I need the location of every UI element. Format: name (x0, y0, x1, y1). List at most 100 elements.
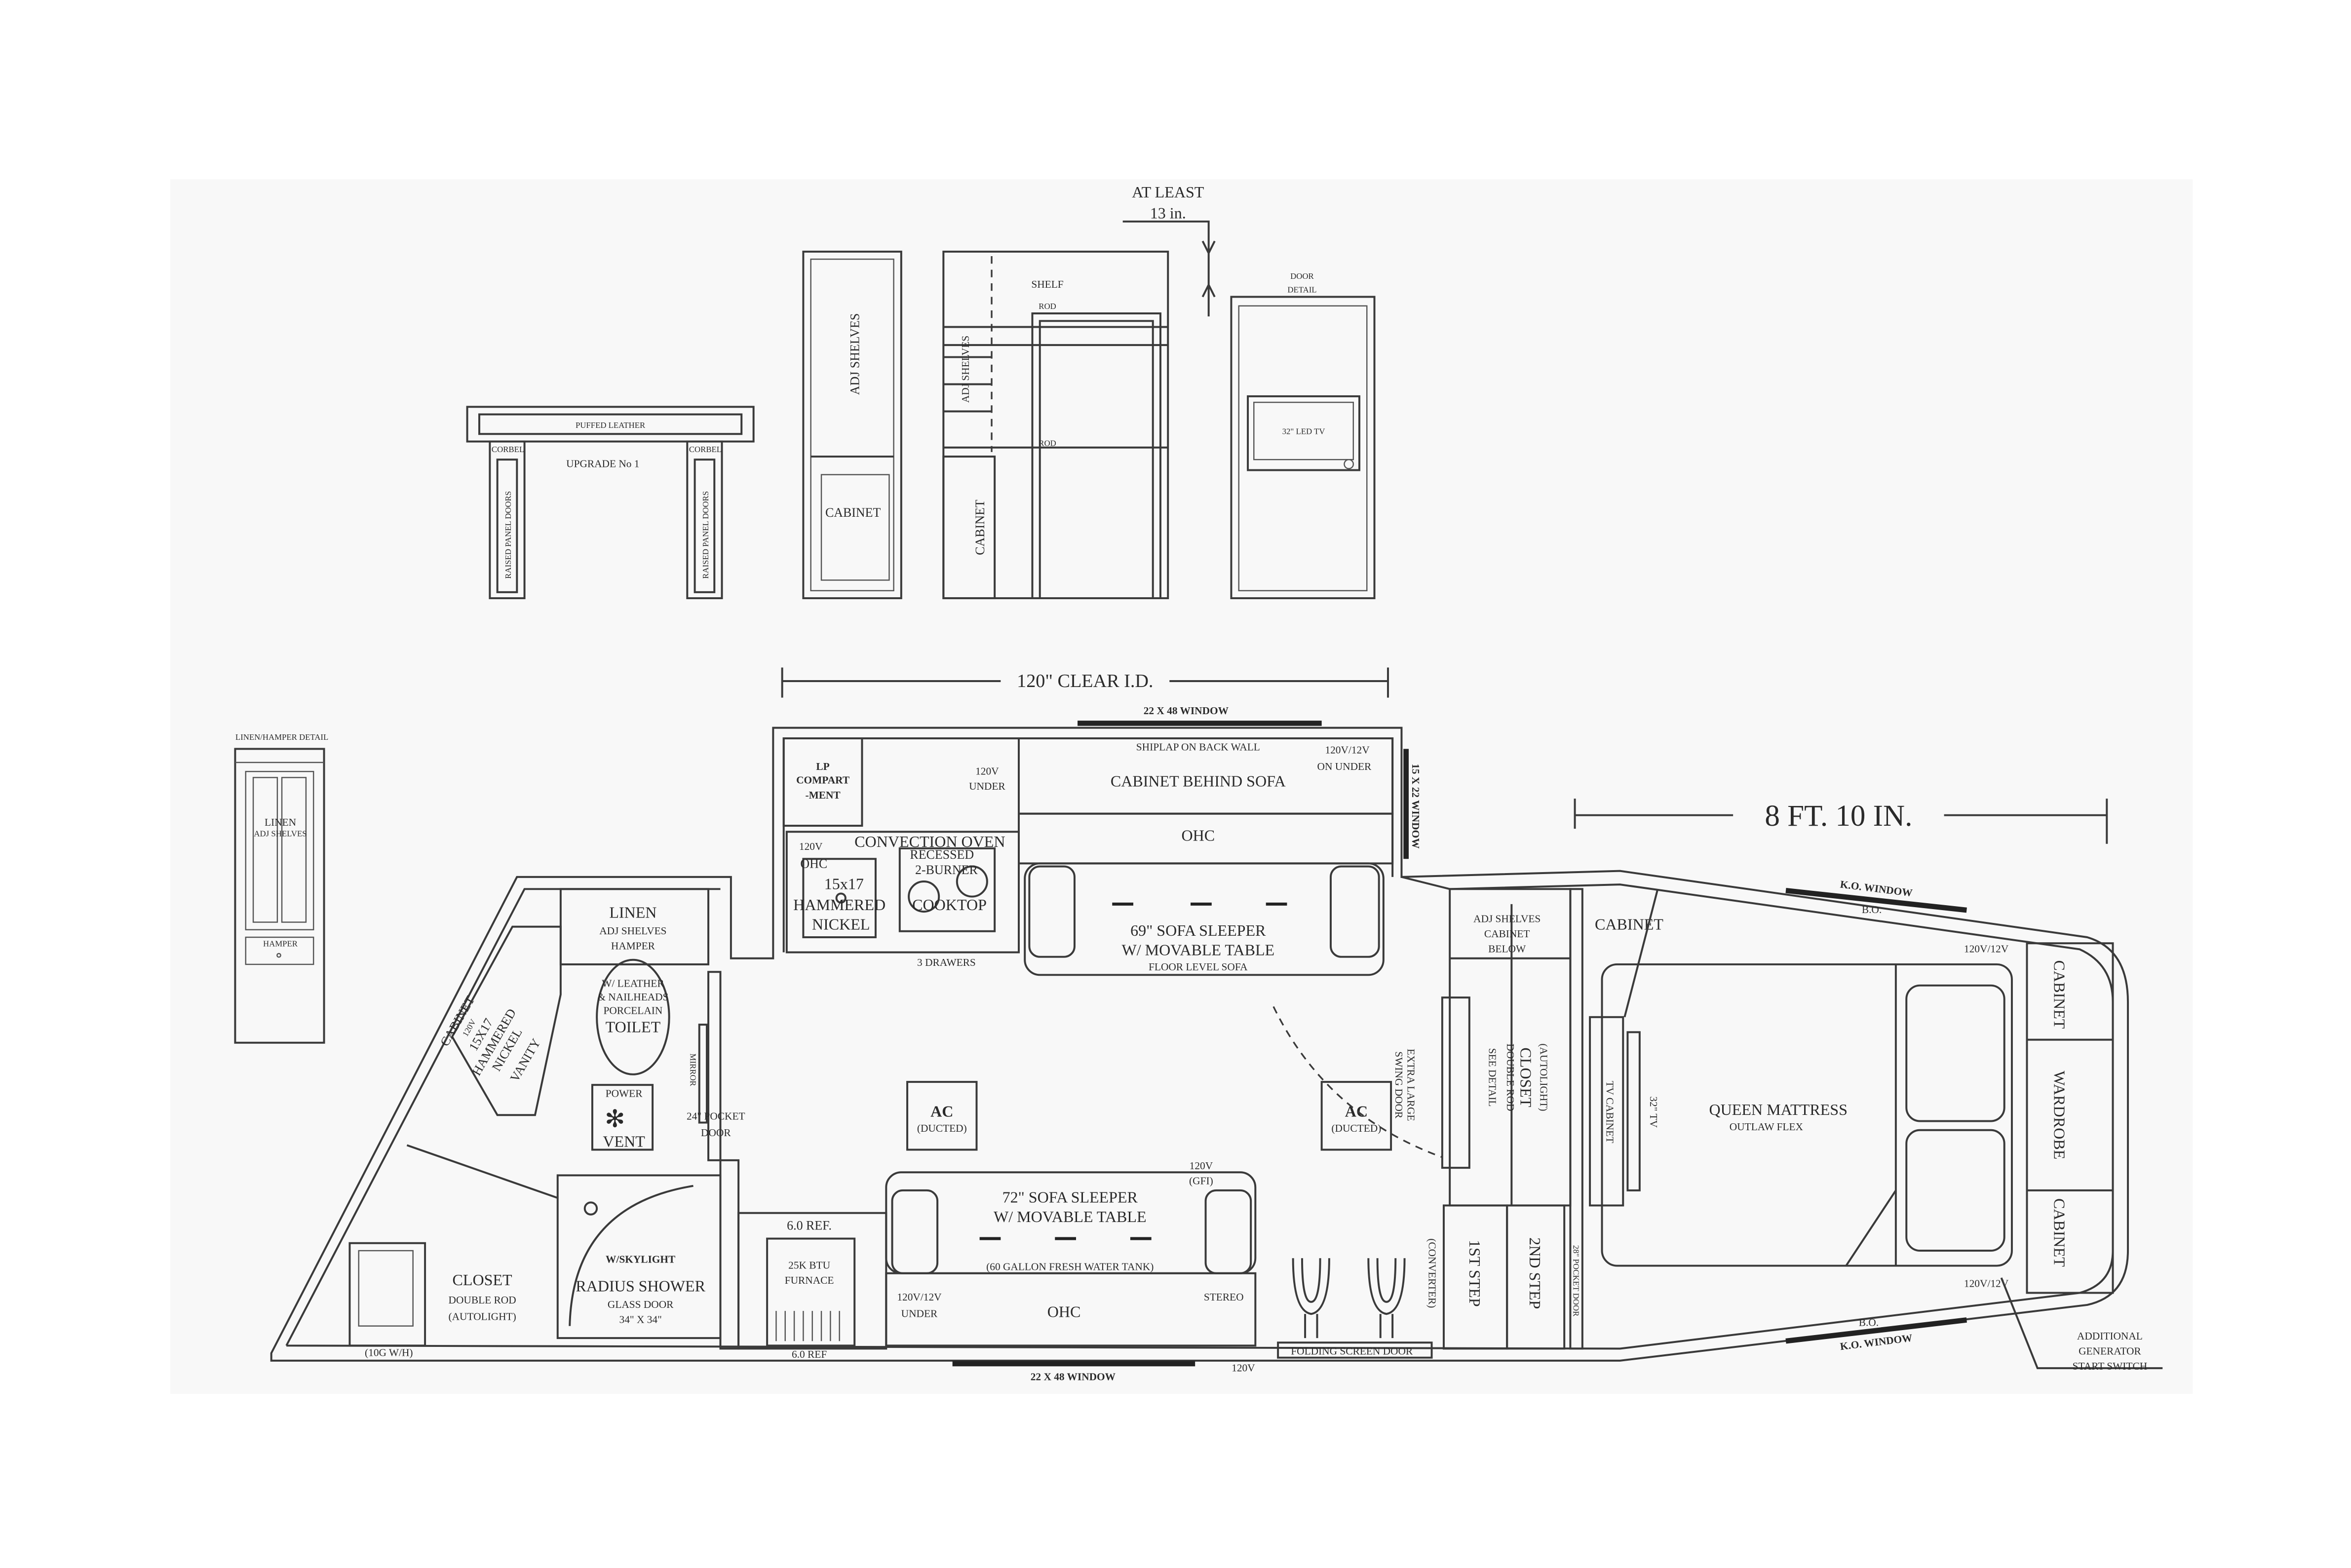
pocket-door-label-2: DOOR (701, 1127, 731, 1139)
ac-unit (1320, 1081, 1392, 1151)
pillow (1905, 1129, 2005, 1252)
door-detail-elevation: DOOR DETAIL 32" LED TV (1230, 271, 1376, 600)
lp-label-3: -MENT (805, 789, 840, 801)
raised-panel-right: RAISED PANEL DOORS (701, 491, 710, 579)
outlet-label: 120V (975, 765, 999, 777)
at-least-label: AT LEAST (1132, 183, 1204, 201)
shiplap-label: SHIPLAP ON BACK WALL (1136, 741, 1260, 753)
window-bar (1785, 1317, 1967, 1344)
linen-label: LINEN (609, 903, 656, 921)
linen-detail-title: LINEN/HAMPER DETAIL (235, 732, 328, 742)
glass-door-label: GLASS DOOR (608, 1299, 674, 1310)
bottom-window-label: 22 X 48 WINDOW (1031, 1371, 1116, 1383)
living-area: AC (DUCTED) AC (DUCTED) 6.0 REF. 25K BTU… (737, 996, 1566, 1383)
power-vent (591, 1084, 654, 1151)
cooktop (898, 847, 996, 932)
nose-length-label: 8 FT. 10 IN. (1765, 800, 1912, 833)
autolight-label: (AUTOLIGHT) (448, 1310, 516, 1322)
clearance-dimension (1122, 220, 1216, 317)
corbel-label-right: CORBEL (689, 445, 722, 454)
hammered-label: HAMMERED (793, 896, 886, 914)
right-cabinet-label: CABINET (2050, 960, 2068, 1029)
saddle-rack-icon (1367, 1258, 1406, 1339)
sink-ohc-label: OHC (800, 857, 827, 871)
door-detail-label-2: DETAIL (1287, 285, 1316, 294)
shower-size-label: 34" X 34" (619, 1314, 662, 1326)
sofa-69-label-3: FLOOR LEVEL SOFA (1149, 961, 1248, 973)
see-detail-label: SEE DETAIL (1487, 1048, 1499, 1107)
tv-cabinet-label: TV CABINET (1604, 1081, 1616, 1143)
sofa-69-label-2: W/ MOVABLE TABLE (1121, 941, 1274, 959)
pillow (1905, 984, 2005, 1122)
sofa-69-label: 69" SOFA SLEEPER (1130, 921, 1266, 939)
burner-icon (956, 865, 988, 898)
toilet-label: PORCELAIN (603, 1005, 662, 1017)
converter-label: (CONVERTER) (1426, 1238, 1438, 1308)
bath-area: LINEN ADJ SHELVES HAMPER W/ LEATHER & NA… (348, 888, 745, 1359)
ref-bottom-label: 6.0 REF (792, 1348, 827, 1360)
lp-label-2: COMPART (796, 774, 849, 786)
pocket-door (1569, 888, 1583, 1350)
screen-door-label: FOLDING SCREEN DOOR (1291, 1345, 1413, 1357)
sink (802, 858, 877, 938)
ohc-label: OHC (1181, 827, 1215, 844)
vent-label: VENT (603, 1132, 645, 1150)
queen-mattress-label: QUEEN MATTRESS (1709, 1101, 1847, 1118)
swing-door-label: EXTRA LARGE (1405, 1049, 1417, 1121)
swing-door-arc (1272, 1006, 1443, 1158)
swing-door-label-2: SWING DOOR (1393, 1051, 1405, 1119)
cabinet-label: CABINET (1595, 916, 1663, 933)
closet-label: CLOSET (1517, 1047, 1535, 1107)
generator-callout-line (2000, 1277, 2163, 1370)
adj-shelves-label: ADJ SHELVES (1473, 913, 1541, 924)
burner-icon (908, 880, 940, 913)
ducted-label: (DUCTED) (917, 1122, 967, 1134)
linen-hamper-detail: LINEN/HAMPER DETAIL LINEN ADJ SHELVES HA… (234, 732, 328, 1044)
rod-label-bottom: ROD (1039, 439, 1056, 448)
water-heater-label: (10G W/H) (365, 1347, 413, 1359)
upgrade-label: UPGRADE No 1 (566, 458, 639, 469)
outlaw-flex-label: OUTLAW FLEX (1730, 1121, 1804, 1133)
under-label: 120V/12V (897, 1291, 942, 1303)
cabinet-label: CABINET (1484, 928, 1530, 940)
autolight-label: (AUTOLIGHT) (1538, 1043, 1549, 1111)
double-rod-label: DOUBLE ROD (1504, 1043, 1516, 1111)
water-heater (348, 1242, 426, 1347)
adj-shelves-label: ADJ SHELVES (599, 925, 666, 937)
generator-label: ADDITIONAL (2077, 1330, 2143, 1342)
at-least-value: 13 in. (1150, 204, 1186, 222)
generator-label-3: START SWITCH (2073, 1360, 2147, 1372)
linen-label: LINEN (265, 816, 296, 828)
dimension-nose-length: 8 FT. 10 IN. (1574, 799, 2108, 844)
outlet-label: 120V (1232, 1362, 1255, 1374)
toilet-label: W/ LEATHER (602, 978, 664, 990)
under-label-2: UNDER (901, 1307, 938, 1319)
sink-outlet-label: 120V (799, 841, 823, 852)
pocket-door-label: 28" POCKET DOOR (1572, 1245, 1581, 1317)
first-step-label: 1ST STEP (1466, 1240, 1484, 1307)
drawing-sheet (170, 179, 2193, 1394)
sofa-72-label-2: W/ MOVABLE TABLE (994, 1208, 1147, 1225)
adj-shelves-label: ADJ SHELVES (848, 313, 862, 395)
ducted-label: (DUCTED) (1331, 1122, 1381, 1134)
shower-label: RADIUS SHOWER (576, 1277, 705, 1295)
ac-unit (906, 1081, 978, 1151)
convection-oven-label: CONVECTION OVEN (854, 833, 1005, 850)
hamper-label: HAMPER (611, 940, 655, 952)
dimension-clear-id: 120" CLEAR I.D. (781, 667, 1389, 698)
double-rod-label: DOUBLE ROD (449, 1294, 516, 1306)
vanity (451, 925, 562, 1116)
entry-door (1441, 996, 1470, 1169)
sofa-72-label: 72" SOFA SLEEPER (1002, 1188, 1138, 1206)
top-window-label: 22 X 48 WINDOW (1144, 705, 1229, 717)
mirror-label: MIRROR (688, 1054, 697, 1087)
mirror (698, 1024, 708, 1124)
two-burner-label: 2-BURNER (915, 863, 978, 877)
ohc-label: OHC (1047, 1302, 1081, 1320)
window-bar (1785, 888, 1967, 913)
lp-label: LP (816, 761, 829, 772)
ac-label: AC (930, 1102, 953, 1120)
bo-label: B.O. (1862, 904, 1882, 916)
nickel-label: NICKEL (812, 916, 870, 933)
